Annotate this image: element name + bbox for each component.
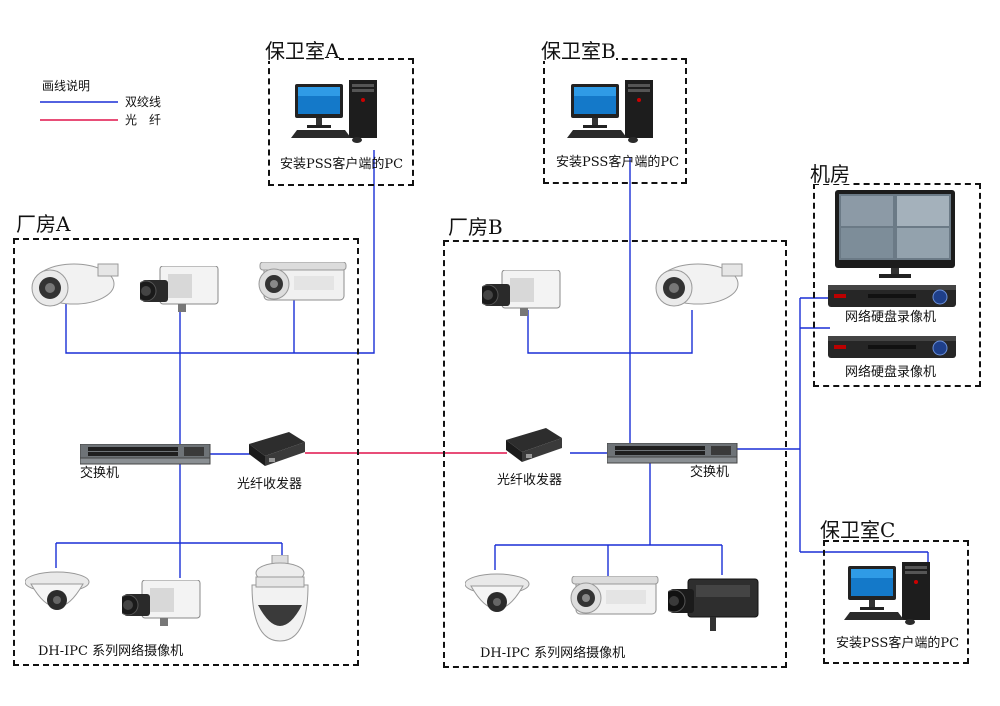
- guard-c-pc: [844, 562, 930, 625]
- factory-a: [13, 238, 359, 666]
- factory-b: [443, 240, 787, 668]
- factory-b-box-camera-2: [668, 578, 759, 631]
- nvr-1-label: 网络硬盘录像机: [845, 310, 937, 325]
- factory-a-long-camera: [258, 262, 347, 301]
- guard-room-b-title: 保卫室B: [541, 39, 616, 63]
- factory-b-box-camera: [482, 270, 561, 317]
- nvr-2: [828, 336, 957, 359]
- factory-b-fiber-transceiver: [506, 428, 562, 462]
- guard-c-pc-label: 安装PSS客户端的PC: [836, 636, 960, 651]
- nvr-2-label: 网络硬盘录像机: [845, 365, 937, 380]
- server-room: [813, 183, 981, 387]
- server-room-monitor: [835, 190, 955, 278]
- factory-b-long-camera: [570, 576, 659, 615]
- legend-title: 画线说明: [42, 79, 91, 93]
- guard-room-a: [268, 58, 414, 186]
- nvr-1: [828, 285, 957, 308]
- factory-a-switch-label: 交换机: [80, 466, 120, 481]
- guard-a-pc: [291, 80, 377, 143]
- factory-b-switch-label: 交换机: [690, 465, 730, 480]
- factory-a-box-camera-2: [122, 580, 201, 627]
- factory-a-transceiver-label: 光纤收发器: [237, 477, 303, 492]
- guard-room-a-title: 保卫室A: [265, 39, 340, 63]
- guard-b-pc: [567, 80, 653, 143]
- factory-a-camera-bus: [65, 150, 375, 354]
- factory-a-box-camera: [140, 266, 219, 313]
- factory-a-switch: [80, 444, 211, 465]
- guard-room-c-title: 保卫室C: [820, 518, 896, 542]
- guard-room-c: [823, 540, 969, 664]
- factory-a-bullet-camera: [31, 263, 119, 307]
- guard-a-pc-label: 安装PSS客户端的PC: [280, 157, 404, 172]
- factory-a-ptz-camera: [251, 555, 309, 642]
- factory-b-dome-camera: [465, 573, 530, 613]
- factory-b-bullet-camera: [655, 263, 743, 307]
- factory-b-switch: [607, 443, 738, 464]
- guard-b-pc-label: 安装PSS客户端的PC: [556, 155, 680, 170]
- factory-b-title: 厂房B: [448, 215, 503, 239]
- legend-fiber-label: 光 纤: [125, 113, 162, 127]
- factory-a-title: 厂房A: [16, 212, 71, 236]
- legend-twisted-pair-label: 双绞线: [125, 95, 162, 109]
- factory-a-fiber-transceiver: [249, 432, 305, 466]
- legend-swatches: [40, 101, 118, 121]
- factory-b-camera-series-label: DH-IPC 系列网络摄像机: [480, 646, 626, 661]
- server-room-title: 机房: [810, 162, 850, 186]
- factory-b-transceiver-label: 光纤收发器: [497, 473, 563, 488]
- factory-a-dome-camera: [25, 571, 90, 611]
- factory-a-camera-series-label: DH-IPC 系列网络摄像机: [38, 644, 184, 659]
